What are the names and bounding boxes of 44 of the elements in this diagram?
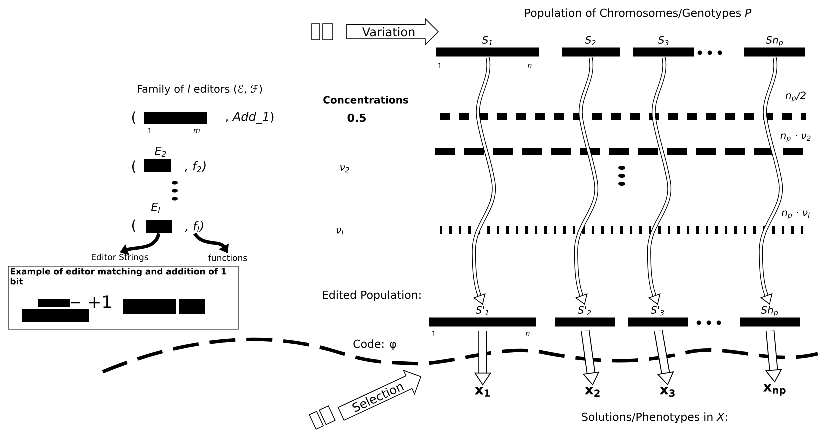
count-label: n$_{p}$ · ν$_{2}$ — [780, 134, 811, 142]
chromosome-bar: S$_{3}$ — [634, 36, 694, 57]
example-box: Example of editor matching and addition of 1 bit +1 — [8, 266, 239, 330]
editor-string-bar: E$_{l}$ — [146, 202, 172, 234]
node-label: S$_{2}$ — [585, 36, 596, 46]
node-label: S$_{1}$ — [482, 36, 492, 46]
function-label: , f$_{2}$) — [184, 162, 206, 172]
node-label: S'$_{1}$ — [476, 306, 488, 316]
parenthesis: ( — [132, 112, 136, 124]
parenthesis: ( — [132, 160, 136, 174]
caption-text: functions — [208, 254, 248, 262]
parenthesis: ( — [132, 220, 136, 232]
heading: Population of Chromosomes/Genotypes P — [525, 8, 752, 20]
chromosome-bar: Sn$_{p}$ — [744, 36, 806, 57]
solution-label: x$_{1}$ — [475, 387, 490, 397]
chromosome-bar: S'$_{3}$ — [628, 306, 688, 327]
function-label: , f$_{l}$) — [185, 221, 204, 233]
count-label: n$_{p}$ · ν$_{l}$ — [782, 210, 810, 220]
count-label: n$_{p}$/2 — [786, 92, 806, 102]
editor-string-bar: E$_{2}$ — [144, 147, 172, 172]
node-label: E$_{l}$ — [152, 202, 160, 214]
node-label: E$_{2}$ — [155, 147, 166, 157]
chromosome-bar: S$_{2}$ — [562, 36, 620, 57]
node-label: S$_{3}$ — [658, 36, 669, 46]
wavy-arrow — [759, 58, 784, 305]
node-label: Sh$_{p}$ — [761, 306, 778, 317]
caption-text: Editor Strings — [92, 254, 148, 262]
value-label: ν$_{2}$ — [340, 165, 350, 173]
function-label: , Add_1) — [226, 112, 274, 124]
heading: Family of l editors (ℰ, ℱ) — [138, 84, 262, 96]
node-label: S'$_{2}$ — [578, 306, 592, 316]
solution-label: x$_{3}$ — [660, 386, 675, 398]
chromosome-bar: Sh$_{p}$ — [740, 306, 800, 327]
code-label: Code: φ — [354, 340, 396, 350]
solution-label: x$_{2}$ — [585, 387, 600, 397]
chromosome-bar: S'$_{2}$ — [555, 306, 615, 327]
node-label: Sn$_{p}$ — [766, 36, 784, 47]
heading: Edited Population: — [323, 290, 421, 302]
value-label: ν$_{l}$ — [336, 228, 344, 236]
heading: Solutions/Phenotypes in X: — [582, 412, 728, 424]
node-label: S'$_{3}$ — [651, 306, 664, 316]
solution-label: x$_{np}$ — [763, 384, 786, 396]
value-label: 0.5 — [348, 114, 366, 122]
axis-label: Concentrations — [324, 96, 408, 104]
